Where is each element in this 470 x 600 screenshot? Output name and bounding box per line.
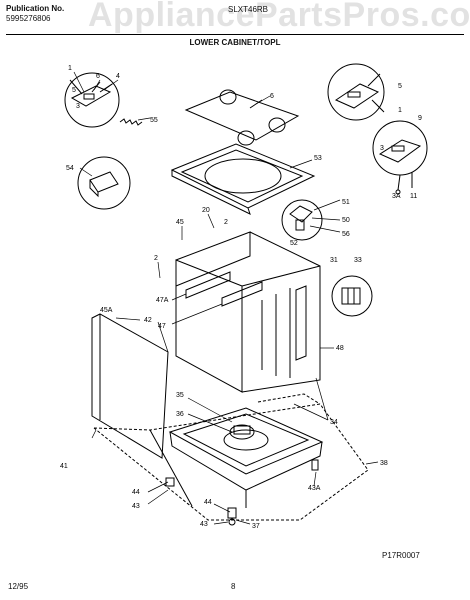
callout-54: 54 [66,165,74,172]
callout-45: 45 [176,219,184,226]
model-number: SLXT46RB [228,5,269,14]
callout-3A: 3A [392,193,401,200]
cabinet [175,231,321,393]
footer-date: 12/95 [8,582,29,591]
callout-36: 36 [176,411,184,418]
callout-31: 31 [330,257,338,264]
callout-48: 48 [336,345,344,352]
callout-labels: 1 6 4 5 3 6 55 5 1 9 3 3A 11 54 53 51 50… [60,65,422,530]
publication-number: 5995276806 [6,14,51,23]
lid-spring [119,118,143,126]
callout-53: 53 [314,155,322,162]
callout-1-right: 1 [398,107,402,114]
callout-47: 47 [158,323,166,330]
callout-37: 37 [252,523,260,530]
callout-2-left: 2 [154,255,158,262]
watermark-text: AppliancePartsPros.com [88,0,470,34]
callout-51: 51 [342,199,350,206]
callout-56: 56 [342,231,350,238]
header-rule [6,34,464,35]
terminal-block [331,275,373,317]
section-title: LOWER CABINET/TOPL [189,38,281,47]
callout-50: 50 [342,217,350,224]
callout-52: 52 [290,240,298,247]
callout-4: 4 [116,73,120,80]
detail-circle-bracket [77,156,131,210]
callout-35: 35 [176,392,184,399]
page-number: 8 [231,582,236,591]
callout-44-center: 44 [204,499,212,506]
callout-1: 1 [68,65,72,72]
front-panel [91,313,169,459]
callout-43: 43 [132,503,140,510]
top-cover [170,143,316,215]
detail-circle-hinge-right [327,63,385,121]
callout-9: 9 [418,115,422,122]
callout-11: 11 [410,193,417,200]
callout-41: 41 [60,463,68,470]
callout-34: 34 [330,419,338,426]
callout-20: 20 [202,207,210,214]
callout-43A: 43A [308,485,321,492]
callout-3-right: 3 [380,145,384,152]
callout-38: 38 [380,460,388,467]
callout-6: 6 [96,73,100,80]
callout-5-right: 5 [398,83,402,90]
callout-5: 5 [72,87,76,94]
callout-45A: 45A [100,307,113,314]
detail-circle-lid-switch [372,120,428,195]
callout-55: 55 [150,117,158,124]
callout-3: 3 [76,103,80,110]
callout-33: 33 [354,257,362,264]
publication-label: Publication No. [6,4,65,13]
callout-47A: 47A [156,297,169,304]
callout-44: 44 [132,489,140,496]
callout-43-center: 43 [200,521,208,528]
lid-panel [184,89,300,146]
leader-lines [73,71,379,525]
drawing-reference: P17R0007 [382,551,420,560]
callout-2: 2 [224,219,228,226]
detail-circle-hinge-left [64,72,120,128]
callout-42: 42 [144,317,152,324]
switch-bracket [281,199,323,241]
callout-6-lid: 6 [270,93,274,100]
